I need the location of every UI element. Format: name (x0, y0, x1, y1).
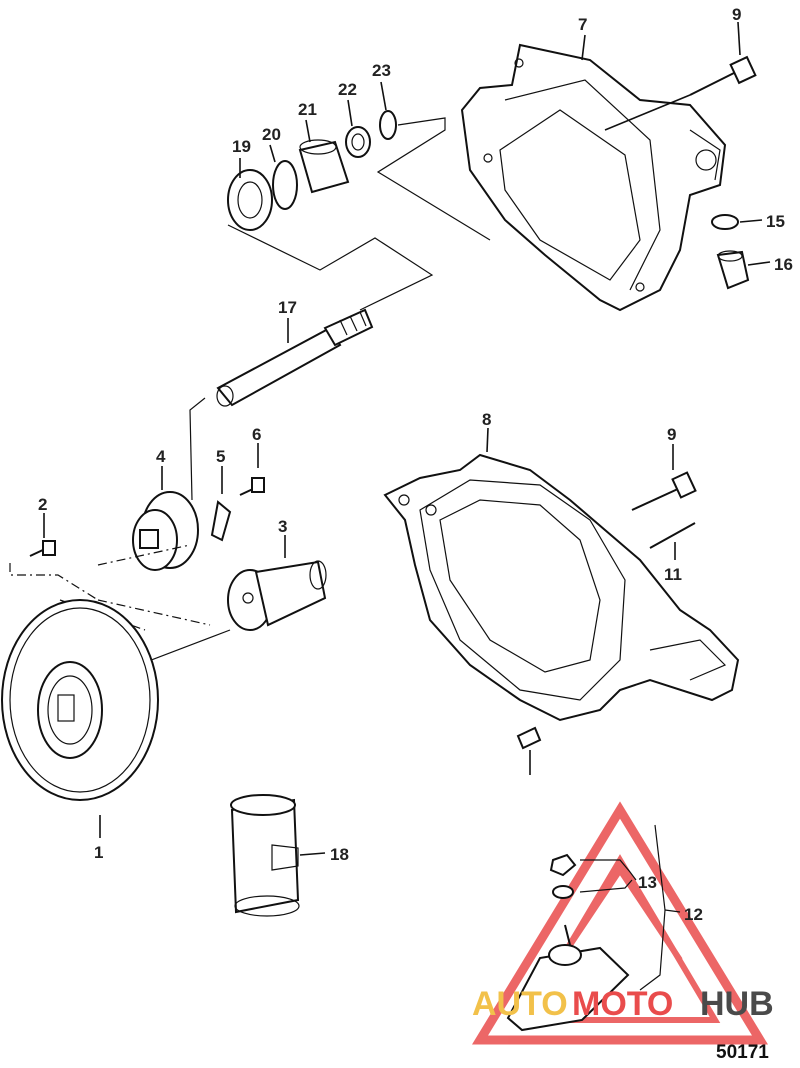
callout-19: 19 (232, 137, 251, 156)
nut-13 (549, 853, 577, 877)
callout-15: 15 (766, 212, 785, 231)
dowel-pin (516, 726, 542, 750)
callout-9-upper: 9 (732, 5, 741, 24)
callout-21: 21 (298, 100, 317, 119)
svg-text:HUB: HUB (700, 985, 774, 1023)
callout-5: 5 (216, 447, 225, 466)
callout-6: 6 (252, 425, 261, 444)
stud-11 (649, 522, 696, 549)
sleeve-21 (298, 139, 350, 194)
callout-16: 16 (774, 255, 793, 274)
screw-6 (239, 477, 265, 496)
watermark-text: AUTO MOTO HUB (472, 985, 774, 1023)
callout-8: 8 (482, 410, 491, 429)
drive-shaft-17 (216, 308, 374, 407)
clip-5 (210, 500, 232, 542)
mount-12 (506, 924, 630, 1032)
filter-18 (230, 794, 300, 917)
bell-housing-lower (383, 453, 740, 722)
figure-number: 50171 (716, 1042, 769, 1063)
flex-plate-1 (1, 599, 159, 801)
bearing-19 (227, 169, 273, 231)
callout-1: 1 (94, 843, 103, 862)
callout-9-lower: 9 (667, 425, 676, 444)
callout-13: 13 (638, 873, 657, 892)
callout-18: 18 (330, 845, 349, 864)
svg-text:MOTO: MOTO (572, 985, 673, 1023)
callout-3: 3 (278, 517, 287, 536)
bell-housing-upper (460, 43, 727, 312)
callout-17: 17 (278, 298, 297, 317)
callout-22: 22 (338, 80, 357, 99)
adaptor-3 (227, 560, 327, 631)
callout-4: 4 (156, 447, 166, 466)
washer-15 (711, 214, 739, 230)
callout-2: 2 (38, 495, 47, 514)
washer-13 (552, 885, 574, 899)
callout-7: 7 (578, 15, 587, 34)
watermark-logo (471, 801, 769, 1045)
bolt-2 (29, 540, 56, 557)
bushing-16 (716, 250, 750, 290)
svg-text:AUTO: AUTO (472, 985, 568, 1023)
coupler-4 (132, 491, 199, 571)
bearing-22 (345, 126, 371, 158)
callout-20: 20 (262, 125, 281, 144)
callout-12: 12 (684, 905, 703, 924)
bolt-9-lower (631, 471, 697, 511)
callout-23: 23 (372, 61, 391, 80)
callout-11: 11 (664, 565, 682, 584)
snap-ring-20 (272, 160, 298, 210)
snap-ring-23 (379, 110, 397, 140)
bolt-9-upper (689, 55, 757, 96)
